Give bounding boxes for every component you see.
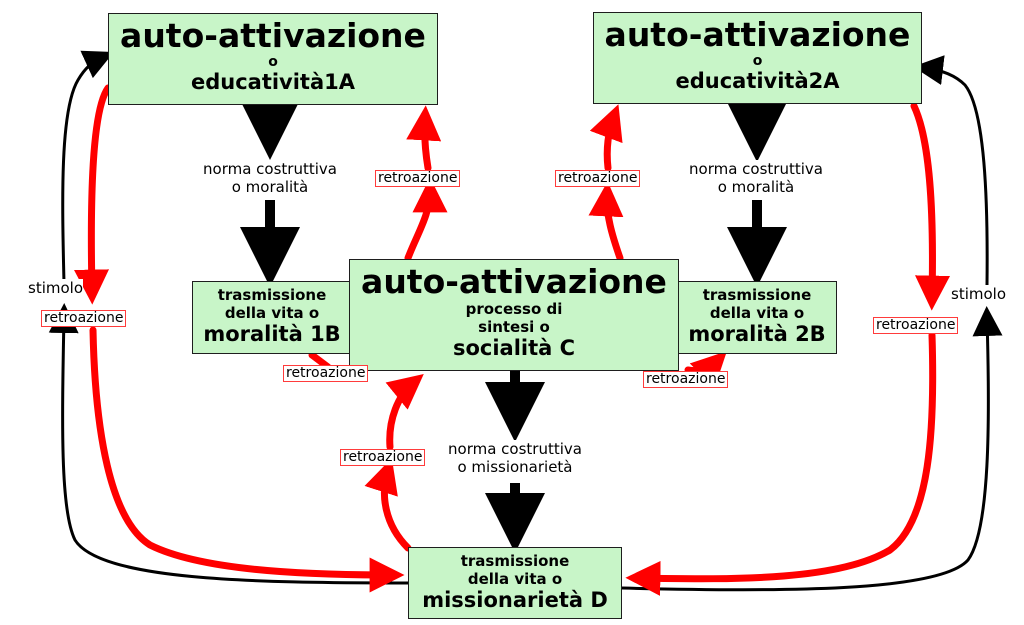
box-1a-title: auto-attivazione [120, 16, 426, 55]
retro-a2-up [589, 104, 623, 172]
box-c-title: auto-attivazione [361, 262, 667, 301]
stimolo-right-loop [621, 306, 1003, 592]
norm-right-line2: o moralità [717, 178, 795, 196]
norm-left-line2: o moralità [231, 178, 309, 196]
norm-right-line1: norma costruttiva [689, 160, 823, 178]
stimolo-right-top [913, 55, 989, 286]
box-2b-line2: della vita o [709, 304, 805, 322]
retro-d-to-c [364, 457, 412, 552]
box-missionarieta-d: trasmissione della vita o missionarietà … [408, 547, 622, 619]
box-1a-conj: o [268, 54, 278, 70]
stimolo-label-right: stimolo [951, 285, 1006, 303]
retroazione-label-b2: retroazione [643, 371, 729, 388]
box-2b-line1: trasmissione [702, 286, 812, 304]
retro-c-to-a2 [588, 181, 624, 262]
retroazione-label-left: retroazione [41, 310, 127, 327]
retroazione-label-top-left: retroazione [375, 170, 461, 187]
norm-label-right: norma costruttiva o moralità [674, 160, 838, 196]
box-1b-line2: della vita o [224, 304, 320, 322]
retro-right-to-d [625, 331, 937, 596]
retro-c-to-a1 [404, 177, 448, 262]
norm-center-line2: o missionarietà [457, 458, 573, 476]
box-1b-line1: trasmissione [217, 286, 327, 304]
norm-arrows [240, 100, 787, 553]
retroazione-arrows [74, 84, 951, 596]
retro-c-up [385, 374, 424, 451]
box-d-name: missionarietà D [422, 588, 608, 612]
retroazione-label-right: retroazione [873, 317, 959, 334]
norm-label-left: norma costruttiva o moralità [188, 160, 352, 196]
box-c-name: socialità C [452, 336, 576, 360]
box-d-line2: della vita o [467, 570, 563, 588]
box-c-line1: processo di [465, 300, 563, 318]
box-educativita-1a: auto-attivazione o educatività1A [108, 13, 438, 105]
box-2a-title: auto-attivazione [604, 15, 911, 54]
box-moralita-1b: trasmissione della vita o moralità 1B [192, 281, 352, 354]
retro-left-to-d [89, 326, 405, 593]
box-1a-name: educatività1A [190, 70, 356, 94]
box-c-line2: sintesi o [478, 318, 550, 336]
retroazione-label-top-right: retroazione [555, 170, 641, 187]
retro-a1-up [406, 105, 442, 172]
retroazione-label-center: retroazione [340, 449, 426, 466]
box-1b-name: moralità 1B [203, 322, 341, 346]
retro-a1-to-left [74, 84, 112, 305]
retro-a2-to-right [910, 102, 951, 311]
box-2b-name: moralità 2B [688, 322, 826, 346]
box-2a-conj: o [752, 53, 763, 69]
norm-left-line1: norma costruttiva [203, 160, 337, 178]
stimolo-left-loop [48, 303, 411, 585]
norm-center-line1: norma costruttiva [448, 440, 582, 458]
stimolo-loops [48, 50, 1003, 592]
box-d-line1: trasmissione [460, 552, 570, 570]
norm-label-center: norma costruttiva o missionarietà [433, 440, 597, 476]
box-moralita-2b: trasmissione della vita o moralità 2B [677, 281, 837, 354]
retro-b2-c [684, 351, 727, 389]
box-educativita-2a: auto-attivazione o educatività2A [593, 12, 922, 104]
box-socialita-c: auto-attivazione processo di sintesi o s… [349, 259, 679, 371]
stimolo-left-top [61, 50, 114, 284]
retroazione-label-b1: retroazione [283, 365, 369, 382]
stimolo-label-left: stimolo [28, 279, 83, 297]
box-2a-name: educatività2A [675, 69, 840, 93]
